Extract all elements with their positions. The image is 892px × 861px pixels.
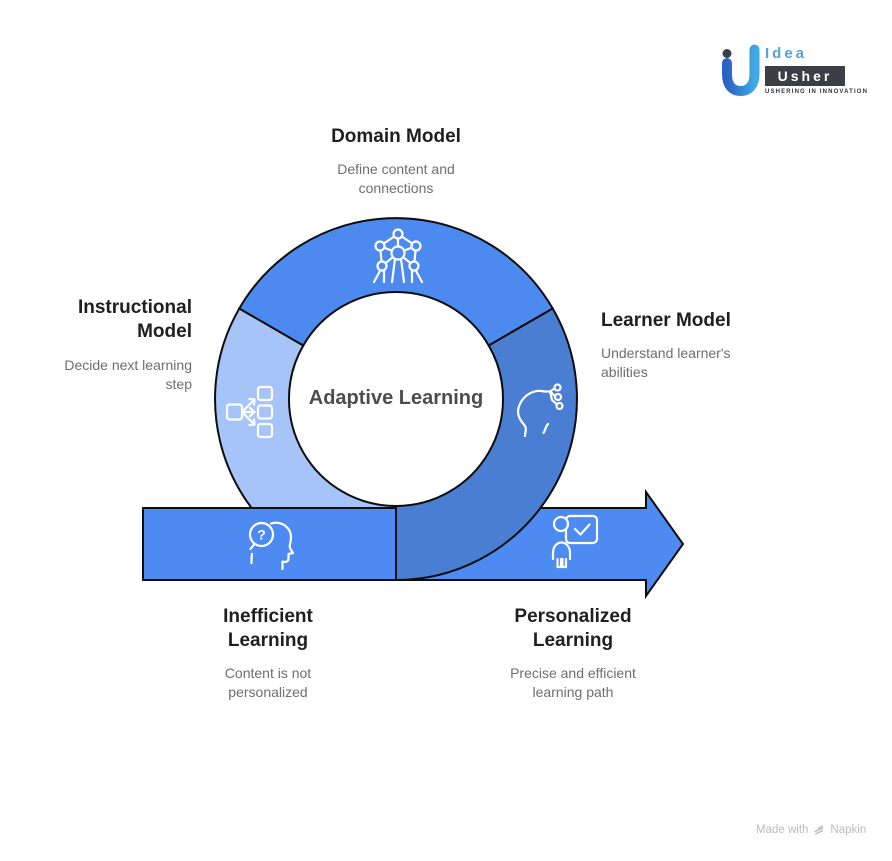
inefficient-learning-desc: Content is not personalized [224, 665, 312, 700]
diagram-center-label: Adaptive Learning [308, 387, 484, 409]
person-check-icon [551, 514, 599, 569]
napkin-brand-label: Napkin [830, 824, 867, 836]
ai-head-icon [516, 383, 564, 438]
learner-model-title: Learner Model [601, 310, 731, 331]
personalized-learning-title: Personalized Learning [514, 606, 632, 651]
learner-model-desc: Understand learner's abilities [601, 345, 731, 380]
idea-usher-logo-mark-icon [722, 44, 760, 97]
network-icon [372, 228, 424, 284]
domain-model-title: Domain Model [331, 126, 461, 147]
instructional-model-title: Instructional Model [77, 297, 192, 342]
idea-usher-logo: Idea Usher USHERING IN INNOVATION [713, 36, 867, 102]
question-head-icon: ? [248, 521, 295, 571]
napkin-icon [814, 825, 824, 835]
logo-brand-bottom: Usher [765, 66, 845, 86]
instructional-model-desc: Decide next learning step [64, 357, 192, 392]
learner-model-arc [395, 307, 578, 582]
logo-tagline: USHERING IN INNOVATION [765, 89, 869, 95]
logo-brand-top: Idea [765, 45, 808, 62]
domain-model-arc [237, 217, 555, 347]
personalized-learning-desc: Precise and efficient learning path [510, 665, 636, 700]
inefficient-learning-title: Inefficient Learning [223, 606, 313, 651]
made-with-label: Made with [756, 824, 809, 836]
made-with-napkin-credit: Made with Napkin [756, 824, 866, 836]
domain-model-desc: Define content and connections [337, 161, 455, 196]
question-mark-glyph: ? [257, 527, 266, 543]
flowchart-icon [225, 385, 274, 439]
